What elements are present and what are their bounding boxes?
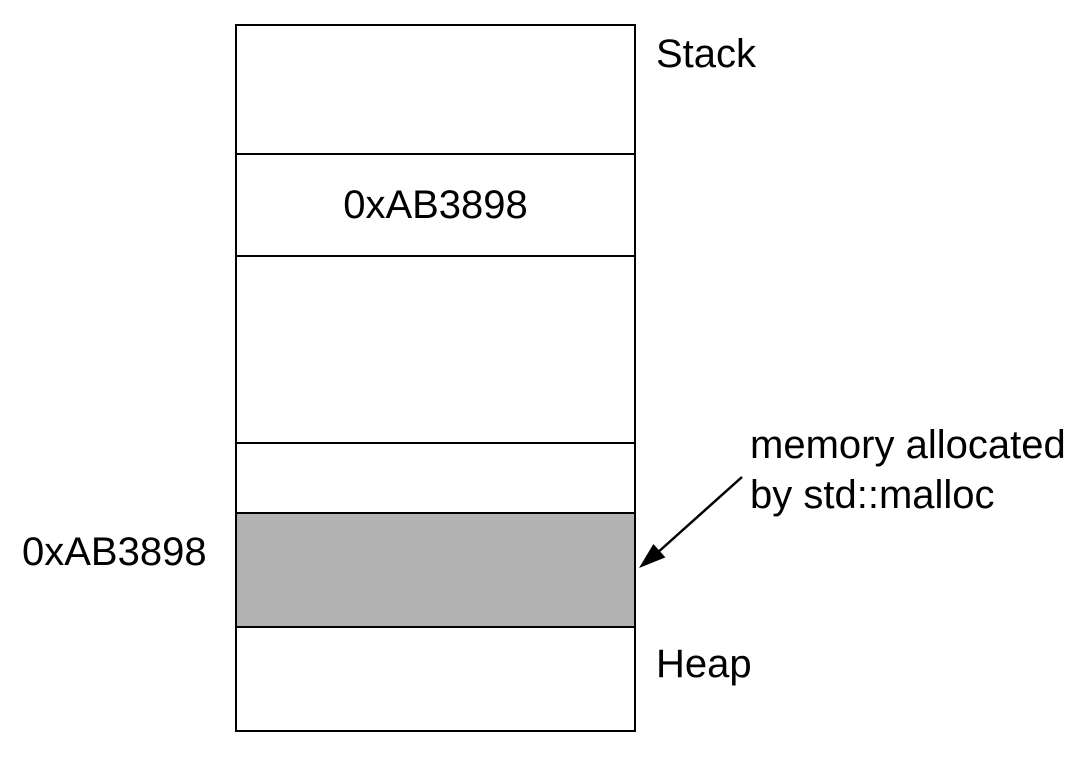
stack-pointer-frame: 0xAB3898 <box>237 155 634 257</box>
malloc-annotation-line1: memory allocated <box>750 423 1066 467</box>
free-memory-region <box>237 257 634 444</box>
malloc-annotation: memory allocated by std::malloc <box>750 420 1066 520</box>
stack-pointer-value: 0xAB3898 <box>343 182 528 227</box>
memory-column: 0xAB3898 <box>235 24 636 732</box>
malloc-annotation-line2: by std::malloc <box>750 473 995 517</box>
stack-label: Stack <box>656 32 757 76</box>
heap-label: Heap <box>656 642 752 686</box>
heap-bottom-region <box>237 628 634 730</box>
heap-free-small-region <box>237 444 634 514</box>
heap-allocated-block <box>237 514 634 628</box>
heap-address-label: 0xAB3898 <box>22 530 207 574</box>
stack-top-frame <box>237 26 634 155</box>
